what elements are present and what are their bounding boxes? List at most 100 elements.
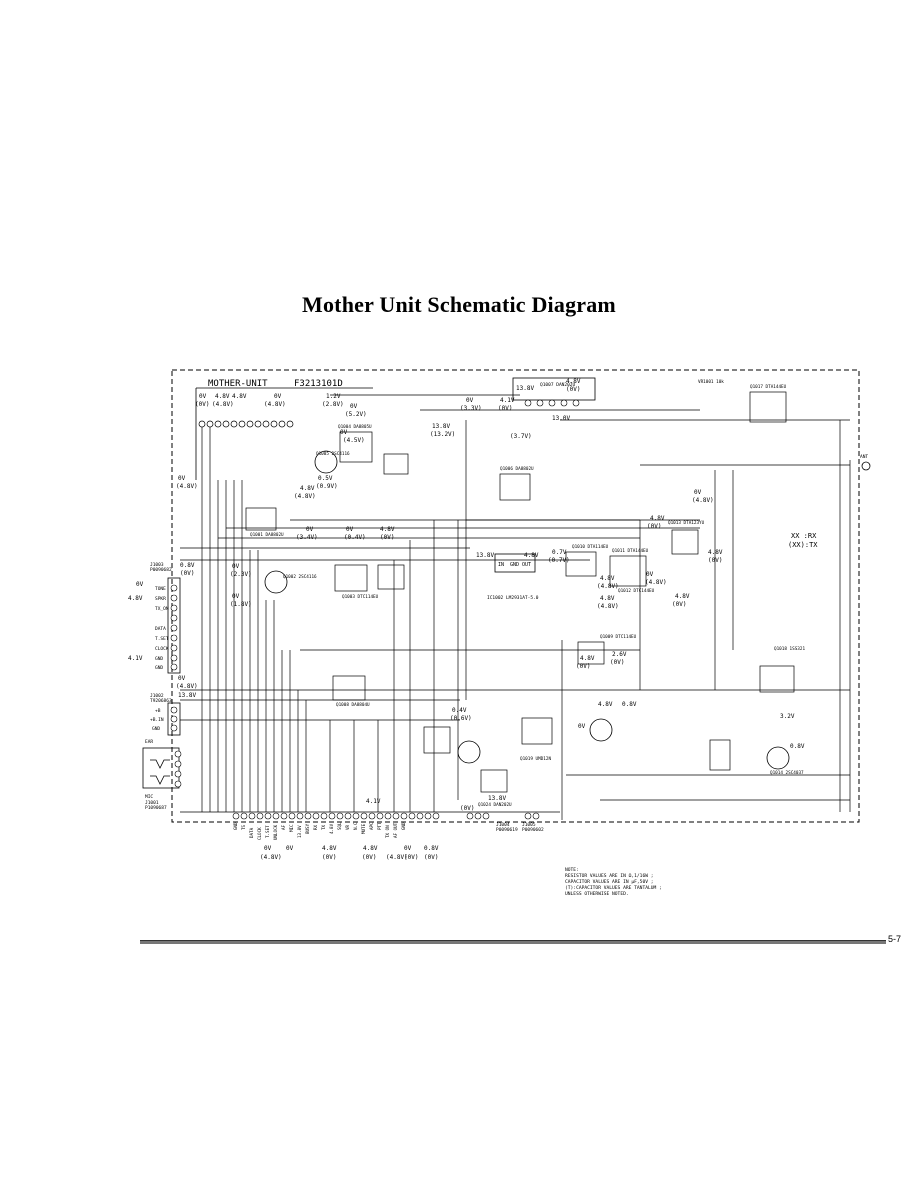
j1003-pin-5: T.SET [155, 636, 169, 642]
note-line: CAPACITOR VALUES ARE IN μF,50V ; [565, 880, 654, 885]
svg-text:(4.8V): (4.8V) [597, 583, 619, 590]
v-left-0v: 0V [136, 581, 144, 588]
j1002-pin-3: GND [152, 726, 160, 732]
svg-text:Q1017 DTA144EU: Q1017 DTA144EU [750, 384, 787, 390]
svg-text:APC: APC [369, 822, 374, 830]
svg-text:(0.9V): (0.9V) [316, 483, 338, 490]
v-left-0-8: 0.8V [180, 562, 195, 569]
j1002-pin-2: +B.IN [150, 717, 164, 723]
svg-text:0V: 0V [178, 475, 186, 482]
svg-text:0.8V: 0.8V [790, 743, 805, 750]
v-top-6: (4.8V) [212, 401, 234, 408]
svg-text:CLOCK: CLOCK [257, 827, 262, 840]
note-line: NOTE: [565, 868, 579, 873]
svg-text:4.8V: 4.8V [580, 655, 595, 662]
svg-text:4.8V: 4.8V [708, 549, 723, 556]
reg-label: IC1002 LM2931AT-5.0 [487, 595, 539, 601]
svg-text:4.8V: 4.8V [600, 595, 615, 602]
svg-text:TX ON: TX ON [385, 825, 390, 838]
svg-text:(4.5V): (4.5V) [343, 437, 365, 444]
svg-text:0V: 0V [404, 845, 412, 852]
svg-text:Q1010 DTA114EU: Q1010 DTA114EU [572, 544, 609, 550]
svg-text:0V: 0V [264, 845, 272, 852]
svg-text:0.8V: 0.8V [424, 845, 439, 852]
svg-text:4.8V: 4.8V [329, 823, 334, 834]
v-left-4-1: 4.1V [128, 655, 143, 662]
svg-text:Q1004 DA8805U: Q1004 DA8805U [338, 424, 372, 430]
svg-text:AF: AF [281, 824, 286, 830]
svg-text:(13.2V): (13.2V) [430, 431, 455, 438]
j1001-ref: J1001 [145, 800, 159, 806]
svg-text:0V: 0V [646, 571, 654, 578]
horizontal-lines [180, 394, 850, 813]
header-pin-row [198, 420, 294, 428]
legend-tx: (XX):TX [788, 541, 818, 549]
svg-text:BUSY: BUSY [305, 823, 310, 834]
svg-text:(0V): (0V) [362, 854, 376, 861]
svg-text:(3.7V): (3.7V) [510, 433, 532, 440]
j1003-pins [170, 584, 178, 671]
reg-pin-gnd: GND [510, 562, 519, 568]
j1003-pin-1: TONE [155, 586, 166, 592]
legend-rx: XX :RX [791, 532, 817, 540]
j1004-ref: J1004 [496, 822, 510, 828]
v-top-1: 0V [199, 393, 207, 400]
svg-text:4.8V: 4.8V [600, 575, 615, 582]
svg-text:(0V): (0V) [576, 663, 590, 670]
j1002-pin-1: +B [155, 708, 161, 714]
svg-text:0V: 0V [578, 723, 586, 730]
v-top-4: 0V [274, 393, 282, 400]
j1004-pins [466, 812, 490, 820]
svg-text:0V: 0V [232, 593, 240, 600]
svg-text:13.8V: 13.8V [488, 795, 506, 802]
svg-text:GND: GND [401, 822, 406, 830]
svg-text:(0V): (0V) [380, 534, 394, 541]
v-1-2: 1.2V [326, 393, 341, 400]
j1003-pin-3: TX_ON [155, 606, 169, 612]
svg-text:0V: 0V [340, 429, 348, 436]
svg-text:AF OUT: AF OUT [393, 822, 398, 838]
svg-text:(0V): (0V) [424, 854, 438, 861]
j1004-part: P0090619 [496, 827, 518, 833]
note-line: (T):CAPACITOR VALUES ARE TANTALUM ; [565, 886, 662, 891]
svg-text:4.8V: 4.8V [598, 701, 613, 708]
bottom-pin-labels: GND TS DATA CLOCK T.SET UNLOCK AF MIC 13… [233, 822, 406, 840]
page-title: Mother Unit Schematic Diagram [302, 292, 616, 317]
svg-text:SQL: SQL [337, 822, 342, 830]
j1003-ref: J1003 [150, 562, 164, 568]
svg-text:4.8V: 4.8V [363, 845, 378, 852]
svg-text:UNLOCK: UNLOCK [273, 824, 278, 840]
svg-text:Q1006 DA8802U: Q1006 DA8802U [500, 466, 534, 472]
svg-text:4.8V: 4.8V [524, 552, 539, 559]
svg-text:(0.6V): (0.6V) [450, 715, 472, 722]
svg-text:Q1008 DA8804U: Q1008 DA8804U [336, 702, 370, 708]
ic-top-box [512, 377, 596, 401]
svg-text:0V: 0V [466, 397, 474, 404]
svg-text:13.8V: 13.8V [516, 385, 534, 392]
v-2-8: (2.8V) [322, 401, 344, 408]
j1001-jack [142, 747, 180, 789]
svg-text:0.7V: 0.7V [552, 549, 567, 556]
unit-code: F3213101D [294, 379, 343, 389]
reg-pin-in: IN [498, 562, 504, 568]
svg-text:T.SET: T.SET [265, 825, 270, 838]
j1003-pin-6: CLOCK [155, 646, 169, 652]
svg-text:(0V): (0V) [610, 659, 624, 666]
svg-text:Q1019 UMD12N: Q1019 UMD12N [520, 756, 551, 762]
svg-text:(4.8V): (4.8V) [260, 854, 282, 861]
svg-text:13.8V: 13.8V [476, 552, 494, 559]
svg-text:(2.3V): (2.3V) [230, 571, 252, 578]
j1005-part: P0090602 [522, 827, 544, 833]
transistor-blocks [245, 391, 795, 793]
svg-text:(3.3V): (3.3V) [460, 405, 482, 412]
svg-text:0V: 0V [306, 526, 314, 533]
v-top-3: 4.8V [232, 393, 247, 400]
svg-text:(0V): (0V) [460, 805, 474, 812]
svg-text:(1.8V): (1.8V) [230, 601, 252, 608]
svg-text:DATA: DATA [249, 827, 254, 838]
v-j1002-13-8: 13.8V [178, 692, 196, 699]
j1005-pins [524, 812, 540, 820]
antenna-jack [861, 461, 871, 471]
j1003-part: P0090682 [150, 567, 172, 573]
